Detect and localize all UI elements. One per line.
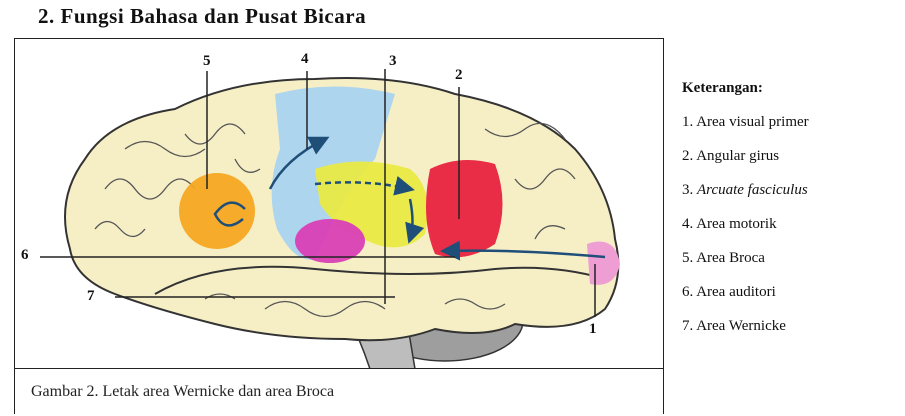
legend-text: Area Broca [696, 250, 765, 266]
legend-num: 7. [682, 318, 693, 334]
legend-item: 3. Arcuate fasciculus [682, 173, 902, 207]
legend-text: Area visual primer [696, 114, 808, 130]
legend-title: Keterangan: [682, 80, 902, 97]
legend-item: 7. Area Wernicke [682, 309, 902, 343]
marker-5: 5 [203, 53, 211, 70]
marker-4: 4 [301, 51, 309, 68]
marker-2: 2 [455, 67, 463, 84]
angular-area [426, 160, 503, 257]
page-heading: 2. Fungsi Bahasa dan Pusat Bicara [38, 4, 366, 29]
marker-3: 3 [389, 53, 397, 70]
figure-frame: 5 4 3 2 6 7 1 [14, 38, 664, 408]
legend-text: Area auditori [696, 284, 776, 300]
legend-text: Arcuate fasciculus [697, 182, 808, 198]
figure-caption: Gambar 2. Letak area Wernicke dan area B… [31, 383, 334, 401]
marker-6: 6 [21, 247, 29, 264]
marker-1: 1 [589, 321, 597, 338]
legend: Keterangan: 1. Area visual primer 2. Ang… [682, 80, 902, 343]
legend-num: 6. [682, 284, 693, 300]
legend-item: 6. Area auditori [682, 275, 902, 309]
marker-7: 7 [87, 288, 95, 305]
legend-item: 5. Area Broca [682, 241, 902, 275]
legend-num: 2. [682, 148, 693, 164]
brain-diagram [15, 39, 665, 409]
legend-item: 4. Area motorik [682, 207, 902, 241]
legend-num: 1. [682, 114, 693, 130]
caption-box: Gambar 2. Letak area Wernicke dan area B… [14, 368, 664, 414]
legend-num: 4. [682, 216, 693, 232]
legend-text: Angular girus [696, 148, 779, 164]
legend-text: Area motorik [696, 216, 776, 232]
legend-item: 2. Angular girus [682, 139, 902, 173]
legend-text: Area Wernicke [696, 318, 786, 334]
legend-num: 3. [682, 182, 693, 198]
legend-num: 5. [682, 250, 693, 266]
legend-item: 1. Area visual primer [682, 105, 902, 139]
